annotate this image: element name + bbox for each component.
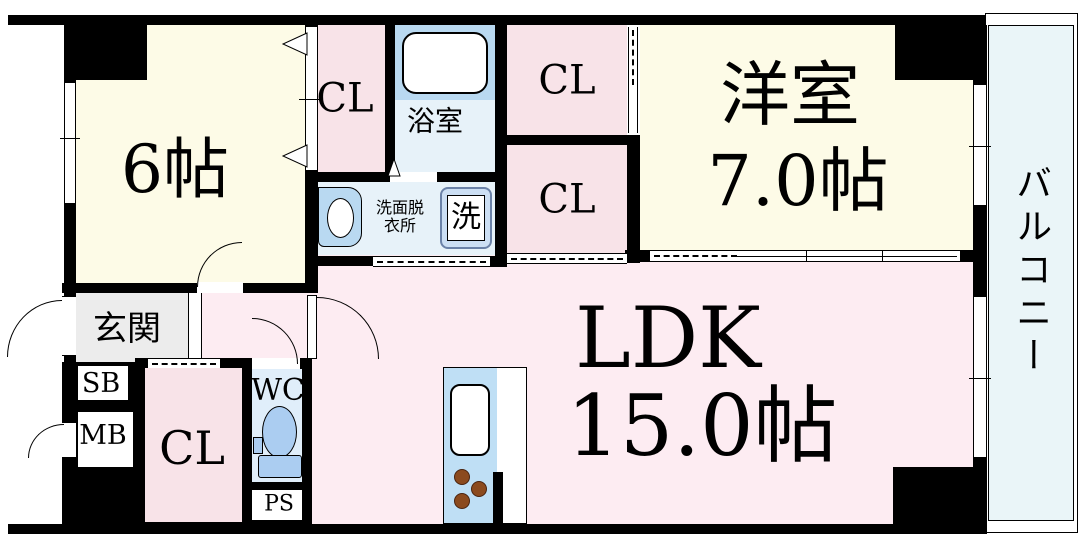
- wall-segment: [493, 472, 503, 524]
- entrance-step: [188, 293, 202, 362]
- room-ldk: [318, 255, 973, 524]
- toilet-tank: [258, 455, 302, 478]
- wall-segment: [385, 25, 395, 182]
- room-closet-top-left: [318, 25, 385, 172]
- wall-segment: [395, 172, 495, 182]
- sliding-door-washroom: [373, 256, 490, 267]
- wall-segment: [318, 256, 376, 266]
- door-gap-bedroom: [197, 282, 243, 293]
- wall-segment: [507, 135, 640, 145]
- toilet-control: [253, 437, 263, 454]
- stove-burner: [454, 469, 470, 485]
- window-ldk: [973, 297, 987, 457]
- toilet-bowl: [262, 406, 297, 458]
- wall-segment: [495, 15, 507, 267]
- balcony-floor: [988, 25, 1074, 521]
- label-closet-upper: CL: [538, 57, 596, 104]
- pipe-space: [252, 490, 302, 520]
- room-hallway-sliver: [312, 362, 318, 524]
- slider-tick: [806, 250, 807, 262]
- label-washroom: 洗面脱 衣所: [375, 198, 425, 235]
- sliding-door-closet-upper: [628, 27, 638, 133]
- wall-segment: [488, 256, 507, 267]
- label-balcony: バルコニー: [1010, 164, 1052, 380]
- stove-burner: [454, 493, 470, 509]
- wall-segment: [895, 15, 985, 80]
- bathtub: [402, 32, 488, 94]
- label-closet-lower: CL: [538, 176, 596, 223]
- door-leaf-ldk: [307, 295, 317, 359]
- door-gap-bathroom: [390, 172, 437, 182]
- wall-segment: [8, 524, 987, 534]
- wall-segment: [625, 250, 640, 263]
- label-bedroom: 6帖: [121, 131, 229, 209]
- washer-box: [447, 195, 485, 241]
- sliding-door-western-room: [650, 250, 960, 262]
- folding-door-tick: [299, 99, 319, 100]
- door-arc-entrance: [7, 300, 62, 357]
- room-entrance: [76, 292, 188, 362]
- wall-segment: [958, 250, 973, 262]
- slider-tick: [882, 250, 883, 262]
- wall-segment: [66, 15, 147, 80]
- label-bathroom: 浴室: [406, 104, 464, 138]
- wall-segment: [318, 172, 395, 182]
- label-ldk-size: 15.0帖: [566, 376, 838, 475]
- kitchen-sink: [450, 384, 490, 456]
- room-closet-bottom: [145, 368, 242, 522]
- label-closet-top-left: CL: [316, 75, 374, 122]
- stove-burner: [471, 481, 487, 497]
- door-gap-entrance: [62, 296, 76, 356]
- sliding-door-closet-lower: [507, 253, 627, 264]
- wall-segment: [893, 467, 987, 527]
- label-wc: WC: [251, 373, 305, 409]
- window-tick: [60, 138, 80, 139]
- label-washer: 洗: [451, 200, 481, 236]
- label-pipe-space: PS: [264, 491, 294, 517]
- room-closet-lower: [507, 145, 627, 253]
- label-meter-box: MB: [79, 419, 127, 451]
- label-shoe-box: SB: [81, 367, 121, 399]
- window-western-room: [973, 85, 987, 205]
- label-western-room: 洋室: [720, 53, 860, 136]
- label-western-room-size: 7.0帖: [707, 139, 889, 222]
- window-bedroom: [64, 83, 76, 203]
- folding-door-closet: [305, 27, 318, 170]
- label-closet-bottom: CL: [159, 421, 225, 476]
- door-gap-meter-box: [62, 422, 76, 458]
- wall-segment: [627, 135, 640, 263]
- window-tick: [969, 378, 991, 379]
- door-arc-meter-box: [28, 424, 64, 458]
- wall-segment: [640, 250, 652, 262]
- shoe-box: [78, 366, 128, 400]
- window-tick: [969, 146, 991, 147]
- label-ldk: LDK: [575, 288, 761, 387]
- room-closet-upper: [507, 25, 627, 135]
- washbasin-bowl: [327, 198, 354, 238]
- meter-box: [78, 412, 133, 467]
- label-entrance: 玄関: [93, 308, 161, 349]
- wall-segment: [62, 283, 318, 293]
